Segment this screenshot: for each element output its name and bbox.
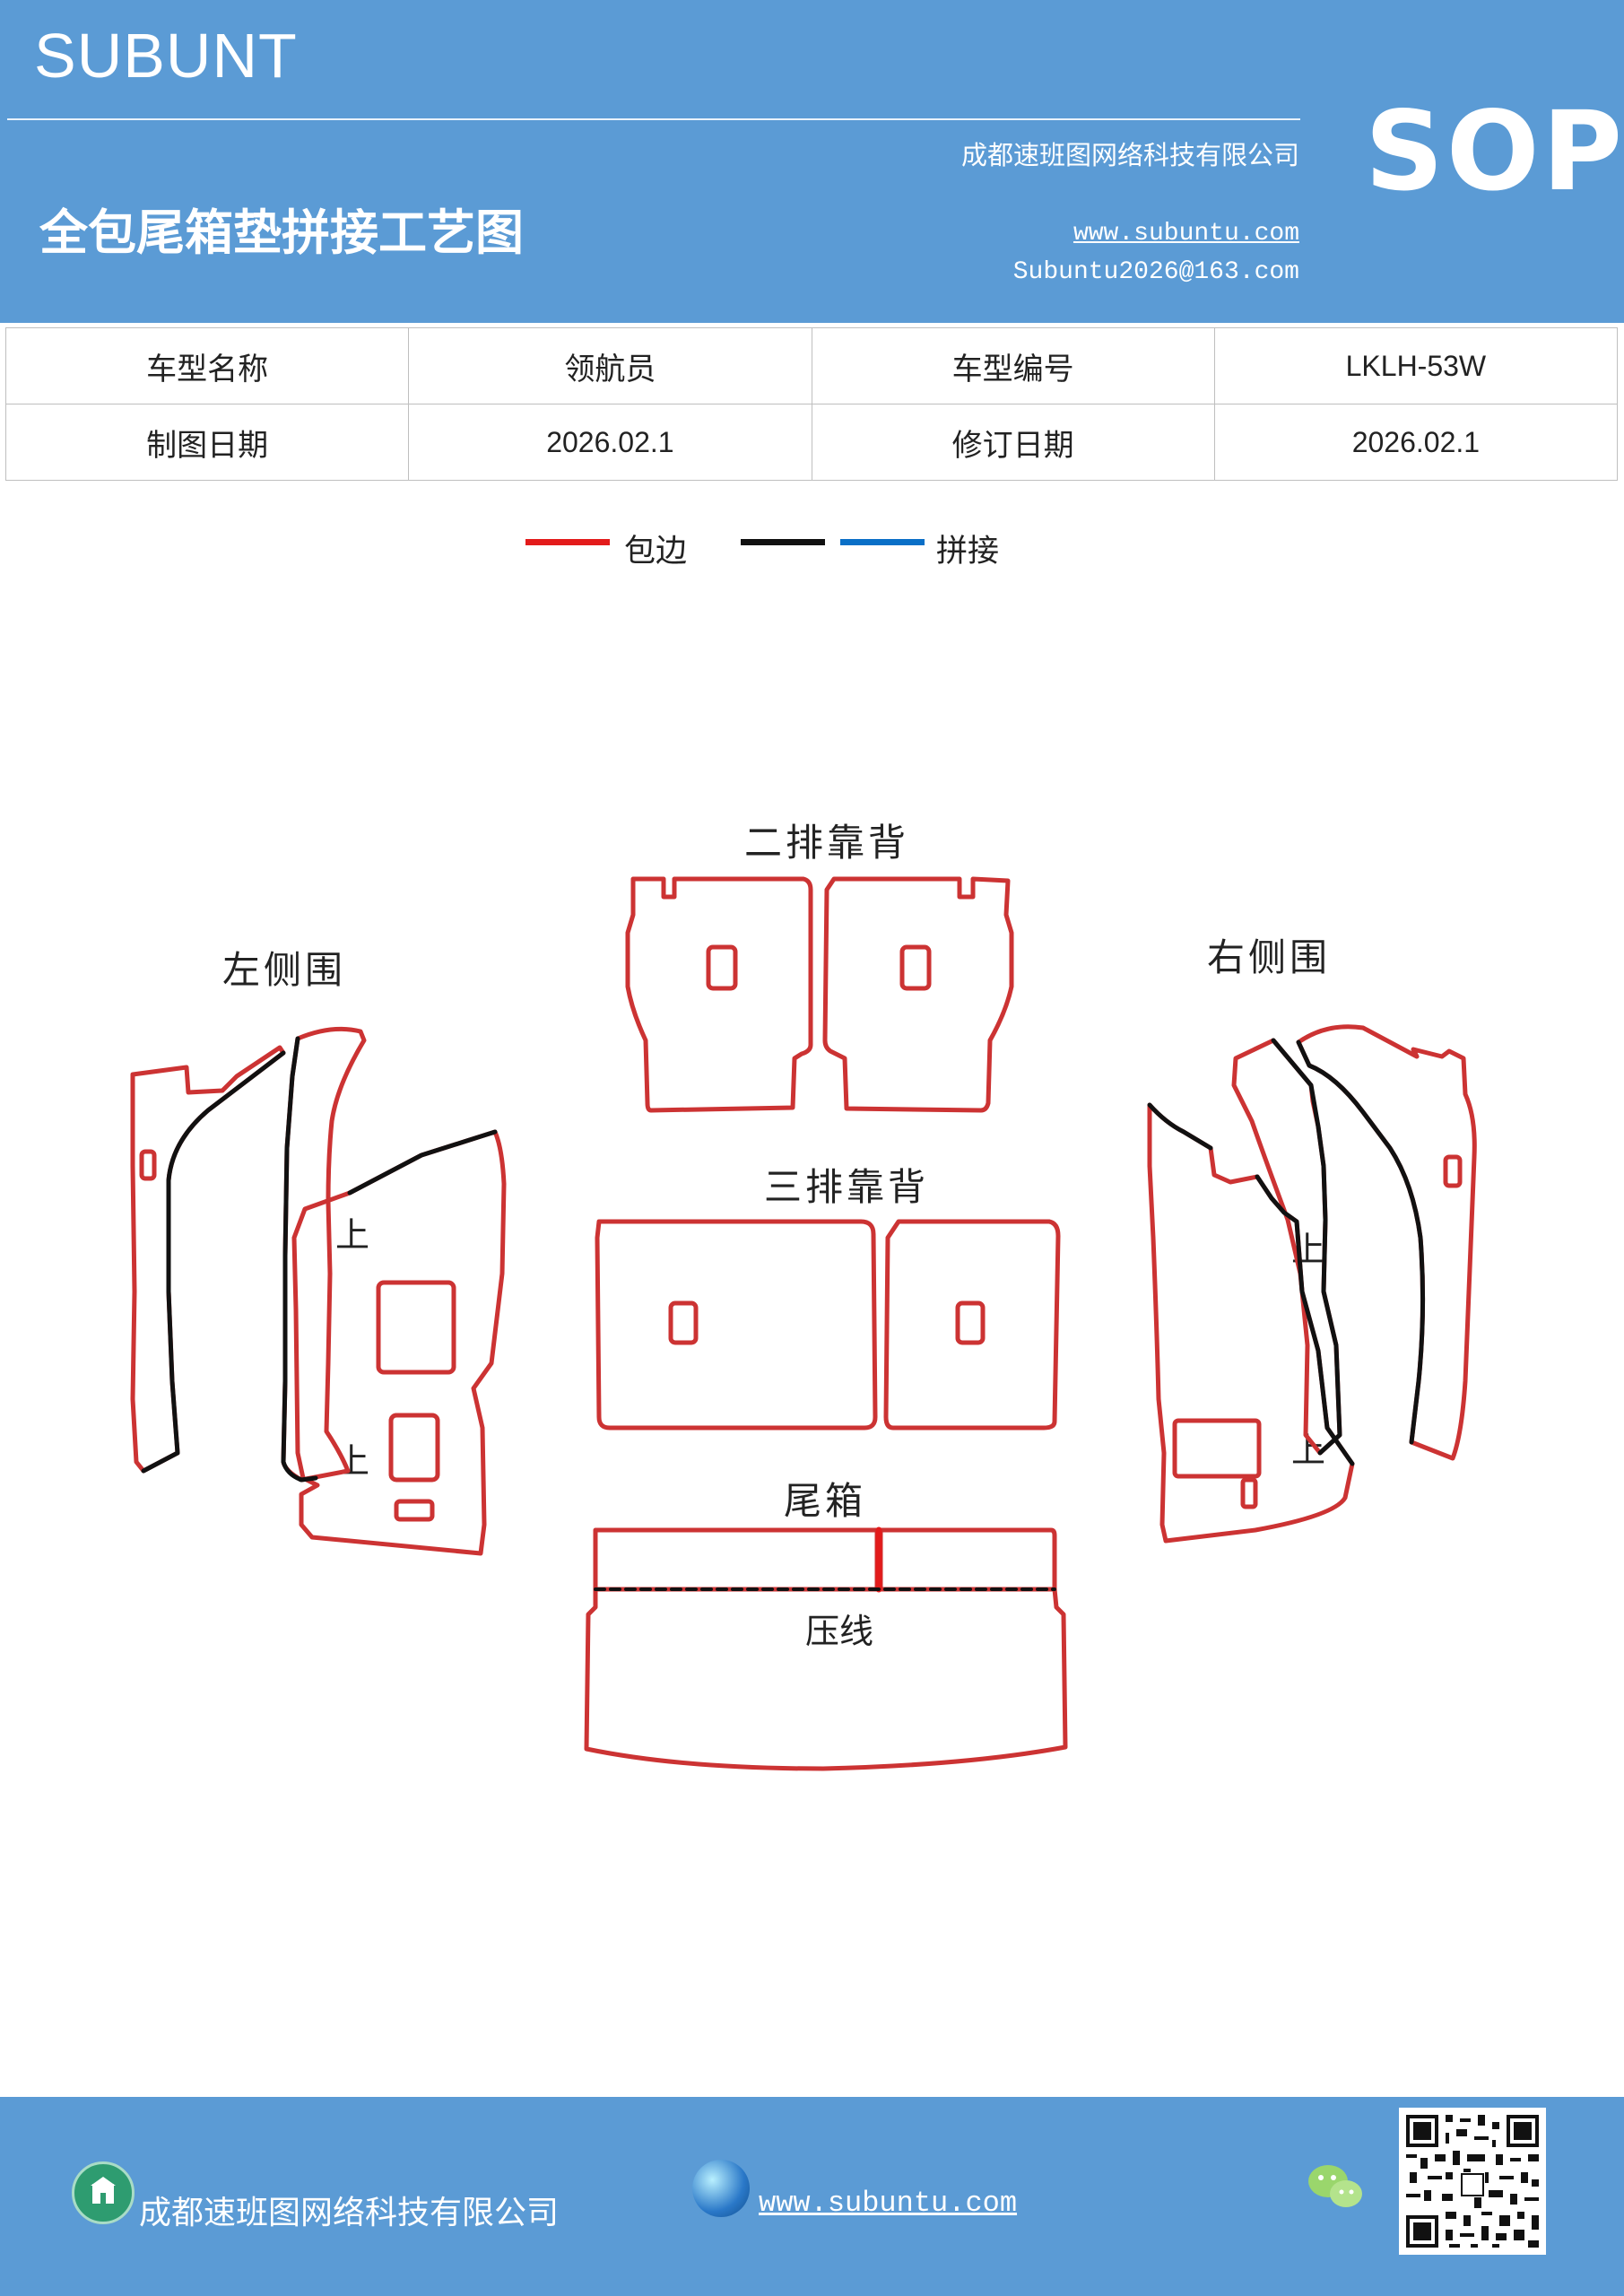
left-side-small-slot [139, 1149, 157, 1181]
header-email: Subuntu2026@163.com [1012, 258, 1299, 286]
left-side-window-slot [394, 1499, 435, 1522]
third-row-left-panel [595, 1219, 878, 1431]
label-trunk: 尾箱 [784, 1479, 867, 1523]
qr-code [1399, 2108, 1546, 2255]
footer-banner: 成都速班图网络科技有限公司 www.subuntu.com [0, 2097, 1624, 2296]
third-row-right-panel [883, 1219, 1061, 1431]
table-cell: 2026.02.1 [408, 404, 812, 481]
label-second-row-back: 二排靠背 [744, 821, 910, 865]
right-side-seam-large [1147, 1102, 1355, 1466]
trunk-upper-right [878, 1527, 1057, 1592]
right-side-window-slot [1240, 1477, 1258, 1509]
left-side-large-panel [291, 1129, 507, 1556]
wechat-icon[interactable] [1305, 2160, 1368, 2213]
legend-edging-label: 包边 [624, 534, 688, 570]
header-company-name: 成都速班图网络科技有限公司 [960, 140, 1299, 170]
globe-icon [692, 2160, 750, 2217]
left-side-window-upper [376, 1280, 456, 1375]
legend-splice-swatch [840, 539, 925, 545]
label-press-line: 压线 [805, 1612, 874, 1651]
second-row-right-panel [822, 876, 1014, 1113]
footer-company-name: 成都速班图网络科技有限公司 [139, 2195, 560, 2231]
legend: 包边 拼接 [0, 520, 1624, 574]
label-third-row-back: 三排靠背 [764, 1165, 930, 1209]
left-side-seam-middle [281, 1036, 318, 1483]
legend-black-swatch [741, 539, 825, 545]
table-cell: 修订日期 [811, 404, 1215, 481]
vehicle-info-table: 车型名称 领航员 车型编号 LKLH-53W 制图日期 2026.02.1 修订… [4, 327, 1619, 481]
second-row-left-panel [625, 876, 813, 1113]
label-right-side: 右侧围 [1207, 935, 1332, 979]
second-row-right-cutout [899, 944, 932, 991]
table-cell: 领航员 [408, 327, 812, 404]
table-cell: 车型编号 [811, 327, 1215, 404]
trunk-lower [584, 1587, 1068, 1771]
third-row-right-cutout [955, 1300, 986, 1345]
sop-badge: SOP [1365, 88, 1624, 215]
table-cell: 制图日期 [4, 404, 410, 481]
second-row-left-cutout [706, 944, 738, 991]
table-cell: 车型名称 [4, 327, 410, 404]
header-divider [7, 118, 1300, 120]
document-title: 全包尾箱垫拼接工艺图 [39, 204, 524, 261]
right-side-window-upper [1172, 1418, 1262, 1479]
table-cell: 2026.02.1 [1213, 404, 1619, 481]
table-row: 车型名称 领航员 车型编号 LKLH-53W [4, 327, 1619, 404]
left-side-seam-outer [141, 1050, 286, 1474]
brand-name: SUBUNT [34, 21, 298, 91]
footer-website-link[interactable]: www.subuntu.com [759, 2187, 1018, 2220]
left-side-seam-large [347, 1129, 498, 1196]
header-website-link[interactable]: www.subuntu.com [1073, 220, 1299, 248]
up-mark: 上 [335, 1215, 370, 1255]
table-cell: LKLH-53W [1213, 327, 1619, 404]
right-side-seam-middle [1271, 1038, 1342, 1456]
left-side-window-lower [388, 1413, 440, 1483]
table-row: 制图日期 2026.02.1 修订日期 2026.02.1 [4, 404, 1619, 481]
third-row-left-cutout [668, 1300, 699, 1345]
building-icon [72, 2161, 135, 2224]
trunk-upper-left [593, 1527, 880, 1592]
right-side-small-slot [1443, 1154, 1463, 1188]
header-banner: SUBUNT 全包尾箱垫拼接工艺图 成都速班图网络科技有限公司 www.subu… [0, 0, 1624, 323]
label-left-side: 左侧围 [222, 948, 347, 992]
right-side-seam-outer [1296, 1039, 1426, 1445]
legend-edging-swatch [525, 539, 610, 545]
legend-splice-label: 拼接 [936, 534, 1000, 570]
